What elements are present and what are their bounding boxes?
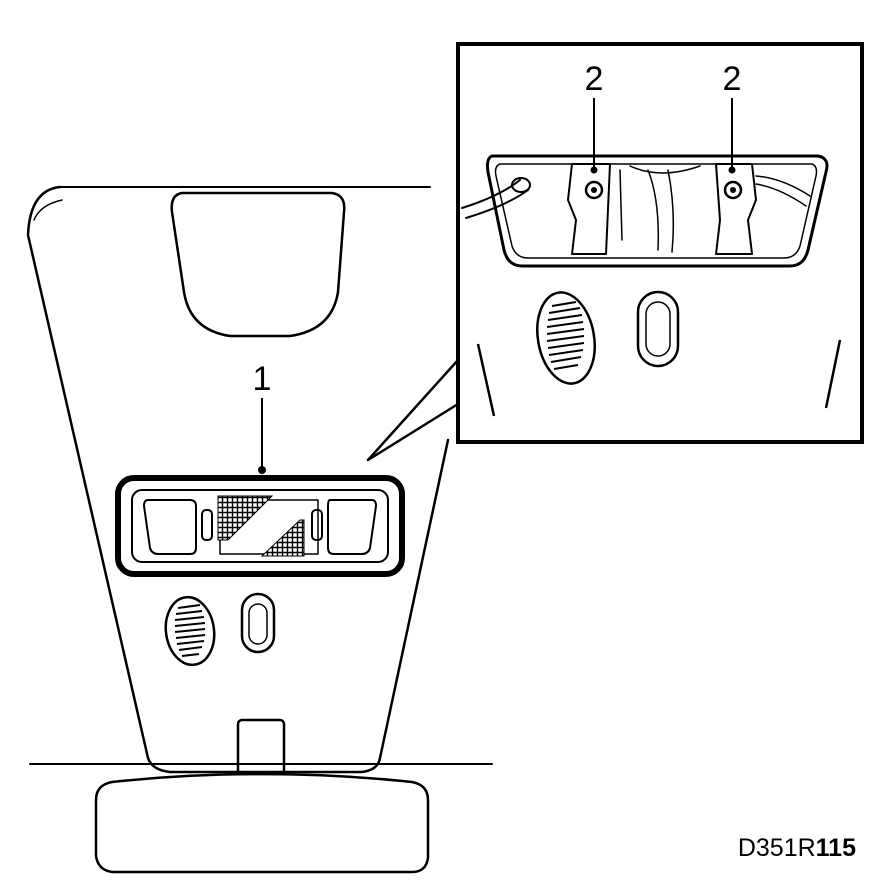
speaker-slots xyxy=(174,604,206,657)
callout-2-left-label: 2 xyxy=(585,60,604,98)
callout-1-dot xyxy=(258,466,266,474)
inset-panel-edge-right xyxy=(824,339,842,409)
mirror-body xyxy=(94,772,430,874)
inset-door-switch-inner xyxy=(645,301,671,357)
inset-wire-right xyxy=(755,175,811,207)
inset-bracket-right xyxy=(715,163,757,255)
lower-controls xyxy=(164,592,276,667)
panel-inner-edge xyxy=(33,199,63,221)
left-lamp-lens xyxy=(143,499,197,555)
door-switch-inner xyxy=(248,603,268,645)
inset-pointer xyxy=(366,358,460,462)
inset-screw-right xyxy=(723,180,743,200)
inset-panel-edge-left xyxy=(476,343,496,417)
inset-cable-end xyxy=(511,177,531,193)
headliner-panel xyxy=(26,185,450,774)
inset-cable xyxy=(461,179,529,219)
figure-reference-suffix: 115 xyxy=(816,834,856,862)
inset-screw-right-core xyxy=(730,187,736,193)
inset-screw-left-core xyxy=(591,187,597,193)
callout-2-right-label: 2 xyxy=(723,60,742,98)
sunroof-switch-housing xyxy=(170,191,346,338)
inset-frame xyxy=(456,42,864,444)
callout-2-left-dot xyxy=(590,166,598,174)
callout-2-right-dot xyxy=(728,166,736,174)
inset-speaker-grille xyxy=(536,291,596,385)
diffuser-hatch-lower xyxy=(260,519,305,557)
right-lamp-lens xyxy=(327,499,377,555)
mirror-stem xyxy=(236,718,286,776)
diffuser-hatch-upper xyxy=(217,495,274,541)
rear-view-mirror xyxy=(94,718,430,874)
inset-housing-inner xyxy=(494,163,818,259)
inset-detail: 2 2 xyxy=(456,42,864,444)
figure-reference-prefix: D351R xyxy=(738,834,816,862)
callout-1-label: 1 xyxy=(253,360,272,398)
door-switch-outer xyxy=(240,592,276,654)
right-lamp-switch xyxy=(311,509,323,541)
inset-speaker-slots xyxy=(546,301,585,370)
dome-light-assembly xyxy=(115,475,405,577)
figure-reference: D351R115 xyxy=(738,834,856,862)
inset-screw-left xyxy=(584,180,604,200)
inset-bracket-left xyxy=(567,163,611,255)
left-lamp-switch xyxy=(201,509,213,541)
speaker-grille xyxy=(164,595,216,667)
inset-housing-outer xyxy=(486,154,829,268)
roof-lines xyxy=(29,186,493,765)
inset-center-wiring xyxy=(619,165,701,253)
inset-door-switch-outer xyxy=(636,290,680,368)
